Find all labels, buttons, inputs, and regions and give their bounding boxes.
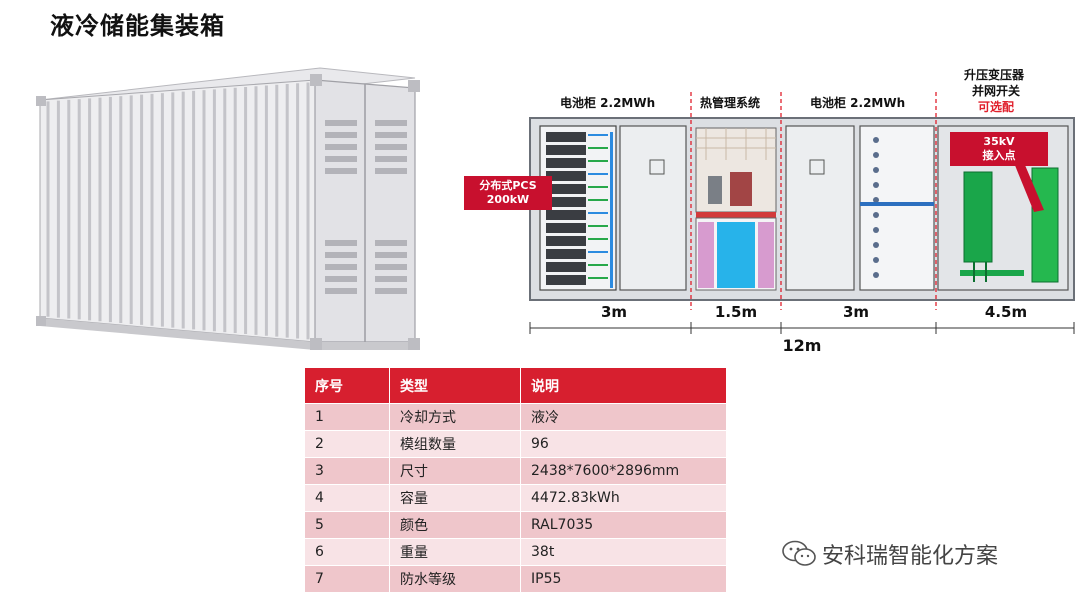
cell-description: 38t xyxy=(520,538,726,566)
header-type: 类型 xyxy=(389,368,521,404)
cell-index: 6 xyxy=(305,538,390,566)
watermark: 安科瑞智能化方案 xyxy=(782,538,998,570)
page-title: 液冷储能集装箱 xyxy=(50,12,225,40)
table-row: 1 冷却方式 液冷 xyxy=(305,403,726,431)
dim-total: 12m xyxy=(782,336,822,355)
section-label-thermal: 热管理系统 xyxy=(700,96,761,110)
section-label-grid-switch: 并网开关 xyxy=(972,84,1021,98)
cell-description: RAL7035 xyxy=(520,511,726,539)
dim-battery-left: 3m xyxy=(600,303,628,321)
header-index: 序号 xyxy=(305,368,390,404)
kv-callout-line1: 35kV xyxy=(983,135,1015,148)
cell-index: 4 xyxy=(305,484,390,512)
cell-index: 3 xyxy=(305,457,390,485)
layout-drawing xyxy=(529,92,1075,334)
section-label-optional: 可选配 xyxy=(978,100,1015,114)
section-label-transformer: 升压变压器 xyxy=(964,68,1025,82)
cell-type: 防水等级 xyxy=(389,565,521,592)
dim-thermal: 1.5m xyxy=(714,303,758,321)
kv-callout: 35kV 接入点 xyxy=(950,132,1048,166)
cell-type: 重量 xyxy=(389,538,521,566)
cell-type: 容量 xyxy=(389,484,521,512)
dim-battery-right: 3m xyxy=(842,303,870,321)
wechat-icon xyxy=(782,540,816,566)
cell-index: 1 xyxy=(305,403,390,431)
layout-diagram: 电池柜 2.2MWh 热管理系统 电池柜 2.2MWh 升压变压器 并网开关 可… xyxy=(464,60,1076,360)
pcs-callout: 分布式PCS 200kW xyxy=(464,176,552,210)
table-header-row: 序号 类型 说明 xyxy=(305,368,726,404)
watermark-text: 安科瑞智能化方案 xyxy=(822,544,999,569)
pcs-callout-line1: 分布式PCS xyxy=(479,179,537,192)
cell-description: 液冷 xyxy=(520,403,726,431)
table-row: 3 尺寸 2438*7600*2896mm xyxy=(305,457,726,485)
table-row: 2 模组数量 96 xyxy=(305,430,726,458)
spec-table: 序号 类型 说明 1 冷却方式 液冷 2 模组数量 96 3 尺寸 2438*7… xyxy=(305,368,726,592)
container-illustration xyxy=(36,67,420,350)
header-description: 说明 xyxy=(520,368,726,404)
table-row: 7 防水等级 IP55 xyxy=(305,565,726,592)
table-row: 5 颜色 RAL7035 xyxy=(305,511,726,539)
section-label-battery-right: 电池柜 2.2MWh xyxy=(810,96,906,110)
cell-type: 颜色 xyxy=(389,511,521,539)
kv-callout-line2: 接入点 xyxy=(982,149,1016,162)
pcs-callout-line2: 200kW xyxy=(486,193,530,206)
cell-description: 96 xyxy=(520,430,726,458)
cell-description: 4472.83kWh xyxy=(520,484,726,512)
table-row: 4 容量 4472.83kWh xyxy=(305,484,726,512)
cell-type: 尺寸 xyxy=(389,457,521,485)
cell-description: 2438*7600*2896mm xyxy=(520,457,726,485)
cell-type: 模组数量 xyxy=(389,430,521,458)
cell-type: 冷却方式 xyxy=(389,403,521,431)
dim-transformer: 4.5m xyxy=(984,303,1028,321)
table-row: 6 重量 38t xyxy=(305,538,726,566)
cell-index: 2 xyxy=(305,430,390,458)
section-label-battery-left: 电池柜 2.2MWh xyxy=(560,96,656,110)
cell-description: IP55 xyxy=(520,565,726,592)
cell-index: 5 xyxy=(305,511,390,539)
cell-index: 7 xyxy=(305,565,390,592)
